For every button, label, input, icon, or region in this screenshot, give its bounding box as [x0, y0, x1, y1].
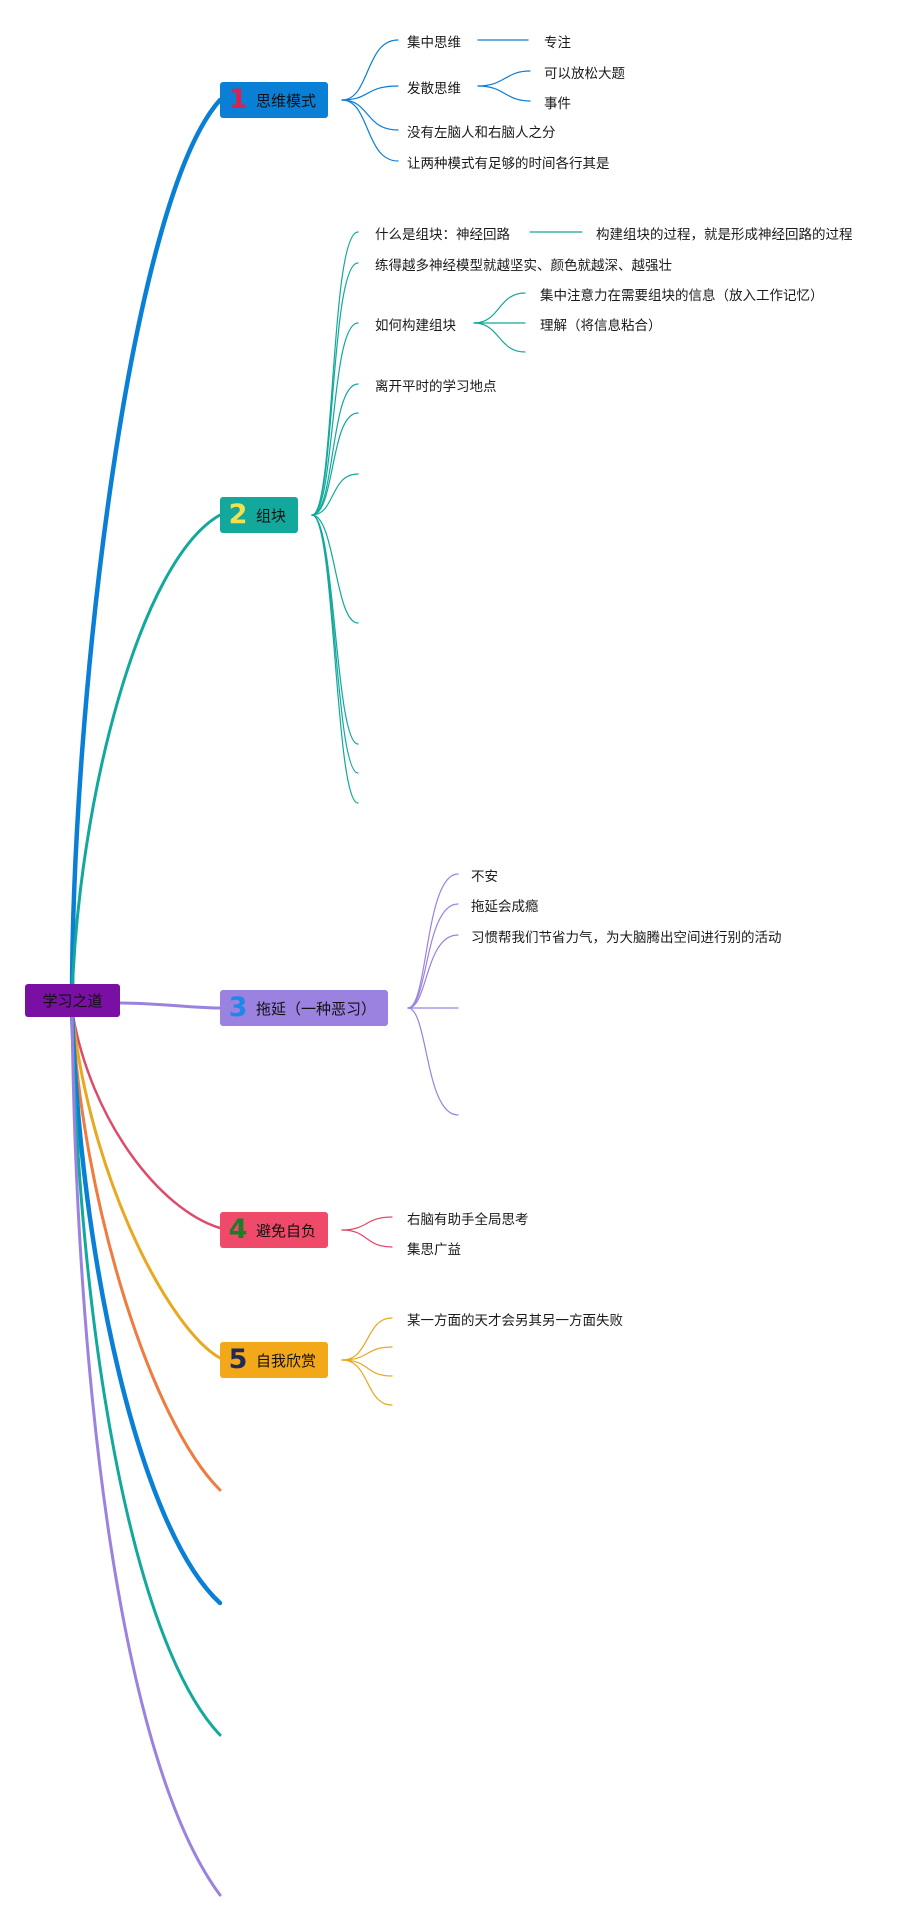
leaf-focus-attention[interactable]: 集中注意力在需要组块的信息（放入工作记忆） — [540, 288, 824, 304]
leaf-chunk-process[interactable]: 构建组块的过程，就是形成神经回路的过程 — [596, 227, 853, 243]
topic-node-3[interactable]: 3 拖延（一种恶习） — [220, 990, 389, 1026]
leaf-focus[interactable]: 专注 — [544, 35, 571, 51]
trunk-branch-2 — [70, 513, 222, 1002]
leaf-relax[interactable]: 可以放松大题 — [544, 66, 625, 82]
trunk-branch-empty-orange — [70, 1008, 222, 1492]
root-label: 学习之道 — [42, 992, 103, 1010]
topic-number-1: 1 — [228, 84, 248, 115]
topic-3-connectors — [407, 873, 459, 1116]
topic-node-1[interactable]: 1 思维模式 — [220, 82, 329, 118]
topic-1-connectors — [341, 39, 531, 162]
leaf-talent-failure[interactable]: 某一方面的天才会另其另一方面失败 — [407, 1313, 623, 1329]
leaf-focused-thinking[interactable]: 集中思维 — [407, 35, 461, 51]
leaf-habit-saves-energy[interactable]: 习惯帮我们节省力气，为大脑腾出空间进行别的活动 — [471, 930, 782, 946]
trunk-branch-4 — [70, 1008, 222, 1230]
topic-number-2: 2 — [228, 499, 248, 530]
topic-4-connectors — [341, 1216, 393, 1248]
trunk-branch-5 — [70, 1008, 222, 1360]
topic-label-5: 自我欣赏 — [256, 1351, 317, 1370]
topic-5-connectors — [341, 1317, 393, 1406]
topic-node-2[interactable]: 2 组块 — [220, 497, 299, 533]
topic-number-5: 5 — [228, 1344, 248, 1375]
leaf-event[interactable]: 事件 — [544, 96, 571, 112]
trunk-branch-1 — [69, 97, 223, 1003]
leaf-brainstorm[interactable]: 集思广益 — [407, 1242, 461, 1258]
leaf-anxiety[interactable]: 不安 — [471, 869, 498, 885]
leaf-how-to-build-chunk[interactable]: 如何构建组块 — [375, 318, 456, 334]
topic-label-1: 思维模式 — [256, 91, 317, 110]
trunk-branch-3 — [118, 1001, 222, 1010]
root-node[interactable]: 学习之道 — [25, 984, 120, 1017]
leaf-practice-strengthens[interactable]: 练得越多神经模型就越坚实、颜色就越深、越强壮 — [375, 258, 672, 274]
leaf-right-brain-global[interactable]: 右脑有助手全局思考 — [407, 1212, 529, 1228]
leaf-no-left-right-brain[interactable]: 没有左脑人和右脑人之分 — [407, 125, 556, 141]
leaf-diffuse-thinking[interactable]: 发散思维 — [407, 81, 461, 97]
topic-2-connectors — [311, 231, 583, 804]
leaf-understand[interactable]: 理解（将信息粘合） — [540, 318, 662, 334]
trunk-branch-empty-teal — [70, 1008, 222, 1737]
topic-label-3: 拖延（一种恶习） — [256, 999, 377, 1018]
topic-number-3: 3 — [228, 992, 248, 1023]
leaf-what-is-chunk[interactable]: 什么是组块：神经回路 — [375, 227, 510, 243]
topic-label-2: 组块 — [256, 506, 287, 525]
topic-node-4[interactable]: 4 避免自负 — [220, 1212, 329, 1248]
trunk-branch-empty-purple — [70, 1008, 222, 1897]
topic-number-4: 4 — [228, 1214, 248, 1245]
topic-node-5[interactable]: 5 自我欣赏 — [220, 1342, 329, 1378]
leaf-addiction[interactable]: 拖延会成瘾 — [471, 899, 539, 915]
trunk-branch-empty-blue — [69, 1007, 223, 1606]
topic-label-4: 避免自负 — [256, 1221, 317, 1240]
leaf-both-modes-time[interactable]: 让两种模式有足够的时间各行其是 — [407, 156, 610, 172]
leaf-leave-study-place[interactable]: 离开平时的学习地点 — [375, 379, 497, 395]
